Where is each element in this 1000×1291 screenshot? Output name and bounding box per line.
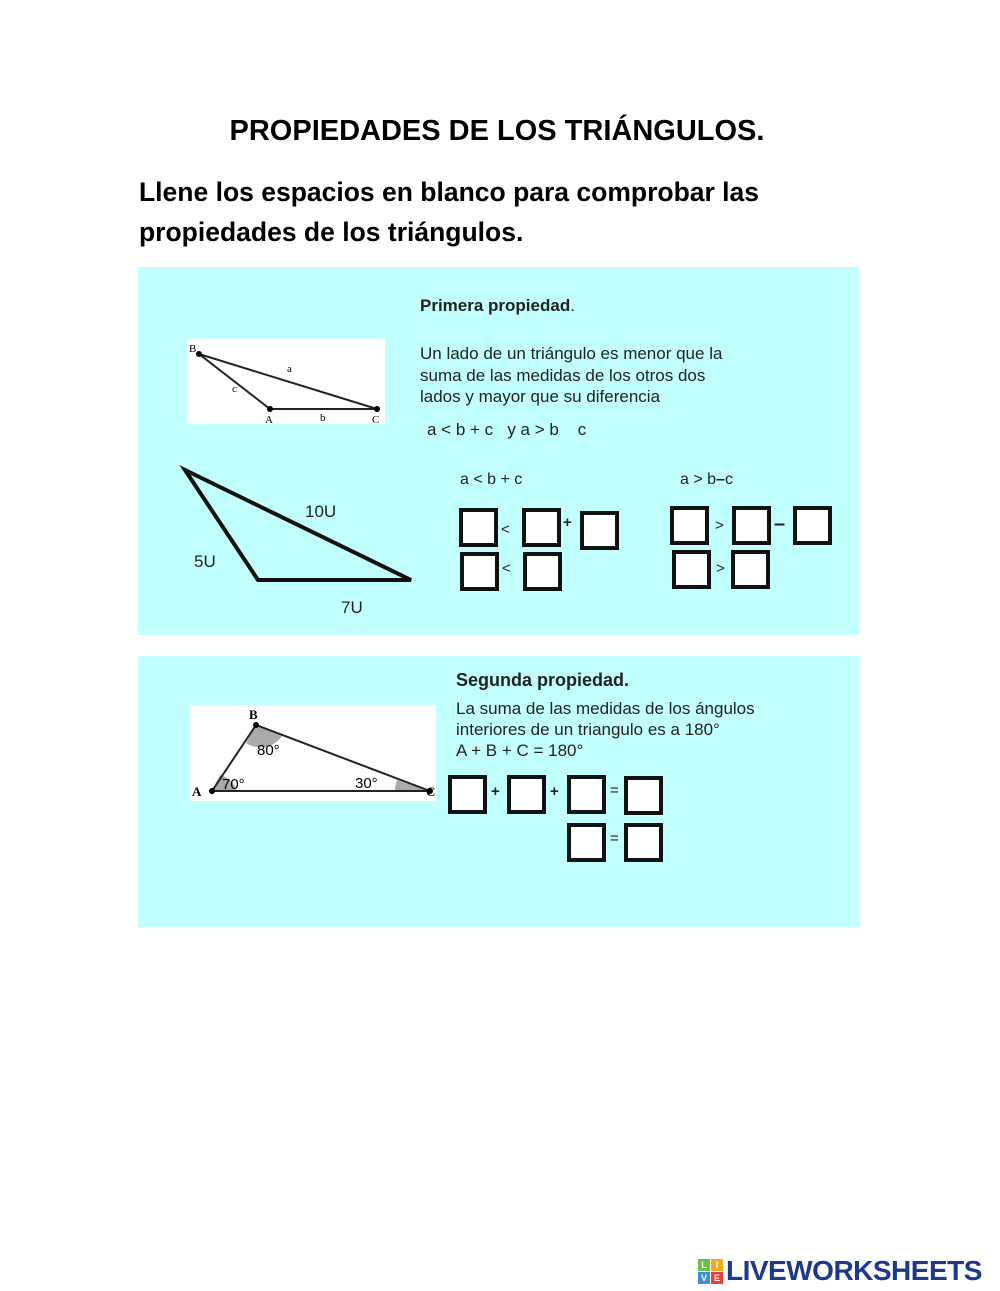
answer-input-a3[interactable] — [674, 510, 705, 541]
answer-input-c[interactable] — [584, 515, 615, 546]
operator-equals: = — [610, 782, 619, 799]
first-property-heading: Primera propiedad. — [420, 296, 575, 315]
reference-triangle-icon: B A C a b c — [189, 343, 380, 426]
reference-triangle-figure: B A C a b c — [187, 339, 385, 426]
operator-greater-than: > — [716, 560, 725, 577]
liveworksheets-logo: L I V E LIVEWORKSHEETS — [698, 1255, 982, 1286]
instructions: Llene los espacios en blanco para compro… — [139, 177, 760, 247]
svg-text:30°: 30° — [355, 775, 378, 792]
answer-input-a[interactable] — [463, 512, 494, 543]
angle-sum-formula: A + B + C = 180° — [456, 741, 584, 760]
operator-greater-than: > — [715, 517, 724, 534]
operator-less-than: < — [502, 560, 511, 577]
example-triangle-icon — [179, 464, 412, 582]
answer-box[interactable] — [732, 506, 771, 545]
first-property-panel: Primera propiedad. Un lado de un triángu… — [138, 267, 859, 635]
side-label-7u: 7U — [341, 598, 363, 617]
live-logo-icon: L I V E — [698, 1258, 723, 1284]
answer-box[interactable] — [624, 776, 663, 815]
second-property-heading: Segunda propiedad. — [456, 670, 630, 690]
answer-input-b[interactable] — [526, 512, 557, 543]
angle-input-c[interactable] — [571, 779, 602, 810]
answer-box[interactable] — [624, 823, 663, 862]
answer-box[interactable] — [793, 506, 832, 545]
side-label-5u: 5U — [194, 552, 216, 571]
answer-input-b2[interactable] — [736, 510, 767, 541]
svg-text:A: A — [265, 414, 273, 424]
answer-box[interactable] — [507, 775, 546, 814]
angle-input-result[interactable] — [628, 827, 659, 858]
brand-name: LIVEWORKSHEETS — [726, 1255, 982, 1286]
description-line-1: Un lado de un triángulo es menor que la — [420, 344, 723, 363]
answer-box[interactable] — [670, 506, 709, 545]
angle-input-total[interactable] — [628, 780, 659, 811]
operator-plus: + — [550, 783, 559, 800]
second-property-panel: Segunda propiedad. La suma de las medida… — [138, 656, 859, 927]
formula: a < b + c y a > b c — [427, 420, 587, 439]
answer-input-sum[interactable] — [527, 556, 558, 587]
angle-input-sum[interactable] — [571, 827, 602, 858]
svg-text:B: B — [249, 707, 258, 722]
svg-text:B: B — [189, 343, 196, 355]
svg-text:70°: 70° — [222, 776, 245, 793]
answer-box[interactable] — [448, 775, 487, 814]
svg-text:C: C — [426, 784, 435, 799]
page-title: PROPIEDADES DE LOS TRIÁNGULOS. — [229, 115, 765, 147]
answer-box[interactable] — [567, 775, 606, 814]
description-line-1: La suma de las medidas de los ángulos — [456, 699, 755, 718]
right-group-label: a > b–c — [680, 471, 733, 488]
answer-box[interactable] — [580, 511, 619, 550]
answer-box[interactable] — [522, 508, 561, 547]
svg-text:c: c — [232, 383, 237, 395]
svg-text:80°: 80° — [257, 742, 280, 759]
angles-triangle-figure: A B C 70° 80° 30° — [190, 705, 436, 801]
answer-input-a4[interactable] — [676, 554, 707, 585]
svg-text:A: A — [192, 784, 202, 799]
answer-box[interactable] — [459, 508, 498, 547]
answer-input-c2[interactable] — [797, 510, 828, 541]
answer-box[interactable] — [523, 552, 562, 591]
operator-less-than: < — [501, 521, 510, 538]
description-line-2: interiores de un triangulo es a 180° — [456, 720, 720, 739]
description-line-3: lados y mayor que su diferencia — [420, 387, 661, 406]
svg-text:b: b — [320, 412, 326, 424]
angle-input-b[interactable] — [511, 779, 542, 810]
answer-box[interactable] — [731, 550, 770, 589]
description-line-2: suma de las medidas de los otros dos — [420, 366, 706, 385]
operator-plus: + — [563, 514, 572, 531]
angle-input-a[interactable] — [452, 779, 483, 810]
svg-text:a: a — [287, 363, 292, 375]
answer-box[interactable] — [567, 823, 606, 862]
answer-box[interactable] — [460, 552, 499, 591]
answer-box[interactable] — [672, 550, 711, 589]
svg-text:C: C — [372, 414, 379, 424]
operator-minus: – — [774, 513, 786, 535]
answer-input-a2[interactable] — [464, 556, 495, 587]
left-group-label: a < b + c — [460, 471, 523, 488]
side-label-10u: 10U — [305, 502, 337, 521]
operator-plus: + — [491, 783, 500, 800]
answer-input-diff[interactable] — [735, 554, 766, 585]
angles-triangle-icon: A B C 70° 80° 30° — [192, 707, 435, 799]
operator-equals: = — [610, 830, 619, 847]
